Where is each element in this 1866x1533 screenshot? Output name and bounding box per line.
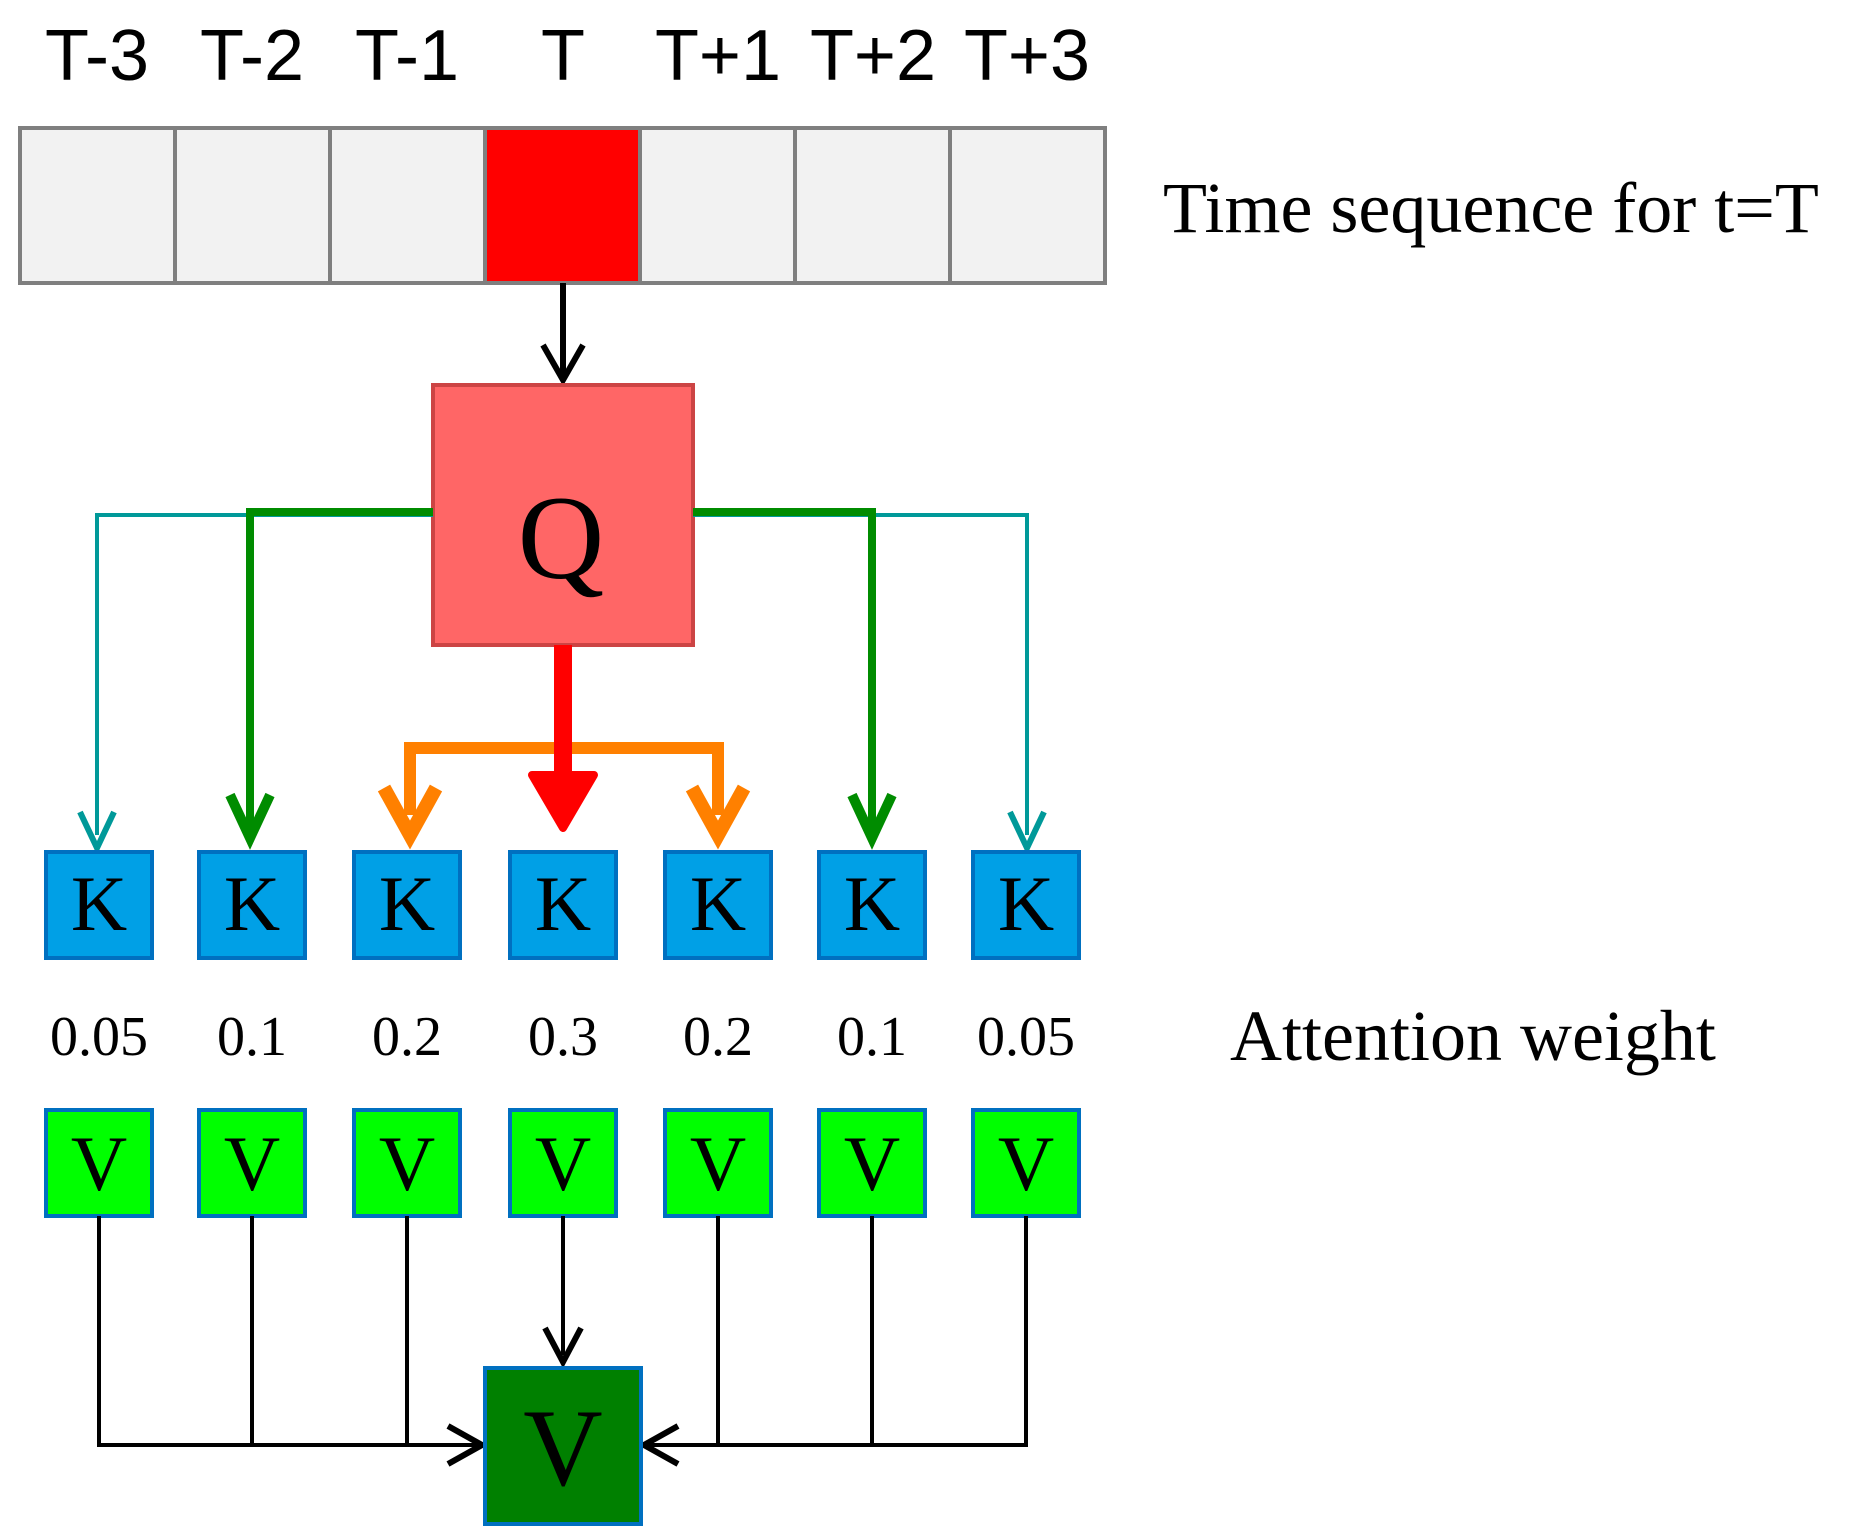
time-cell <box>948 126 1107 285</box>
key-label: K <box>998 860 1054 947</box>
key-row: K K K K K K K <box>44 850 1081 960</box>
time-label: T-3 <box>45 16 149 96</box>
value-row: V V V V V V V <box>44 1108 1081 1218</box>
value-box <box>971 1108 1081 1218</box>
key-label: K <box>224 860 280 947</box>
time-cell-current <box>483 126 642 285</box>
time-cell <box>793 126 952 285</box>
value-label: V <box>379 1120 435 1207</box>
weight-value: 0.05 <box>977 1006 1075 1068</box>
arrow-weight-strong <box>528 645 598 832</box>
weight-value: 0.2 <box>683 1006 753 1068</box>
weight-value: 0.1 <box>217 1006 287 1068</box>
weight-value: 0.2 <box>372 1006 442 1068</box>
attention-caption: Attention weight <box>1230 996 1716 1076</box>
value-box <box>352 1108 462 1218</box>
time-cell <box>638 126 797 285</box>
aggregation-arrows <box>97 1216 1028 1467</box>
weight-value: 0.1 <box>837 1006 907 1068</box>
value-box <box>508 1108 618 1218</box>
time-label: T <box>541 16 585 96</box>
time-labels: T-3 T-2 T-1 T T+1 T+2 T+3 <box>45 16 1090 96</box>
key-box <box>197 850 307 960</box>
time-cell <box>18 126 177 285</box>
key-box <box>508 850 618 960</box>
key-label: K <box>535 860 591 947</box>
arrow-weight-medium <box>377 742 751 850</box>
output-value-box <box>483 1366 643 1526</box>
value-box <box>44 1108 154 1218</box>
key-label: K <box>690 860 746 947</box>
time-cell <box>328 126 487 285</box>
time-label: T+2 <box>810 16 936 96</box>
arrow-weight-low <box>225 508 897 850</box>
time-label: T+1 <box>655 16 781 96</box>
value-label: V <box>690 1120 746 1207</box>
value-label: V <box>224 1120 280 1207</box>
time-label: T-1 <box>355 16 459 96</box>
output-value-label: V <box>523 1387 602 1509</box>
value-label: V <box>71 1120 127 1207</box>
value-box <box>197 1108 307 1218</box>
time-label: T+3 <box>964 16 1090 96</box>
value-label: V <box>998 1120 1054 1207</box>
key-label: K <box>844 860 900 947</box>
value-label: V <box>844 1120 900 1207</box>
query-label: Q <box>518 471 605 604</box>
key-label: K <box>71 860 127 947</box>
time-cell <box>173 126 332 285</box>
attention-weights: 0.05 0.1 0.2 0.3 0.2 0.1 0.05 <box>50 1006 1075 1068</box>
key-box <box>817 850 927 960</box>
time-sequence-strip <box>18 126 1107 285</box>
key-box <box>352 850 462 960</box>
weight-value: 0.05 <box>50 1006 148 1068</box>
key-box <box>44 850 154 960</box>
sequence-caption: Time sequence for t=T <box>1163 168 1819 248</box>
value-label: V <box>535 1120 591 1207</box>
time-label: T-2 <box>200 16 304 96</box>
arrow-t-to-query <box>540 283 586 387</box>
weight-value: 0.3 <box>528 1006 598 1068</box>
key-box <box>971 850 1081 960</box>
key-box <box>663 850 773 960</box>
key-label: K <box>379 860 435 947</box>
